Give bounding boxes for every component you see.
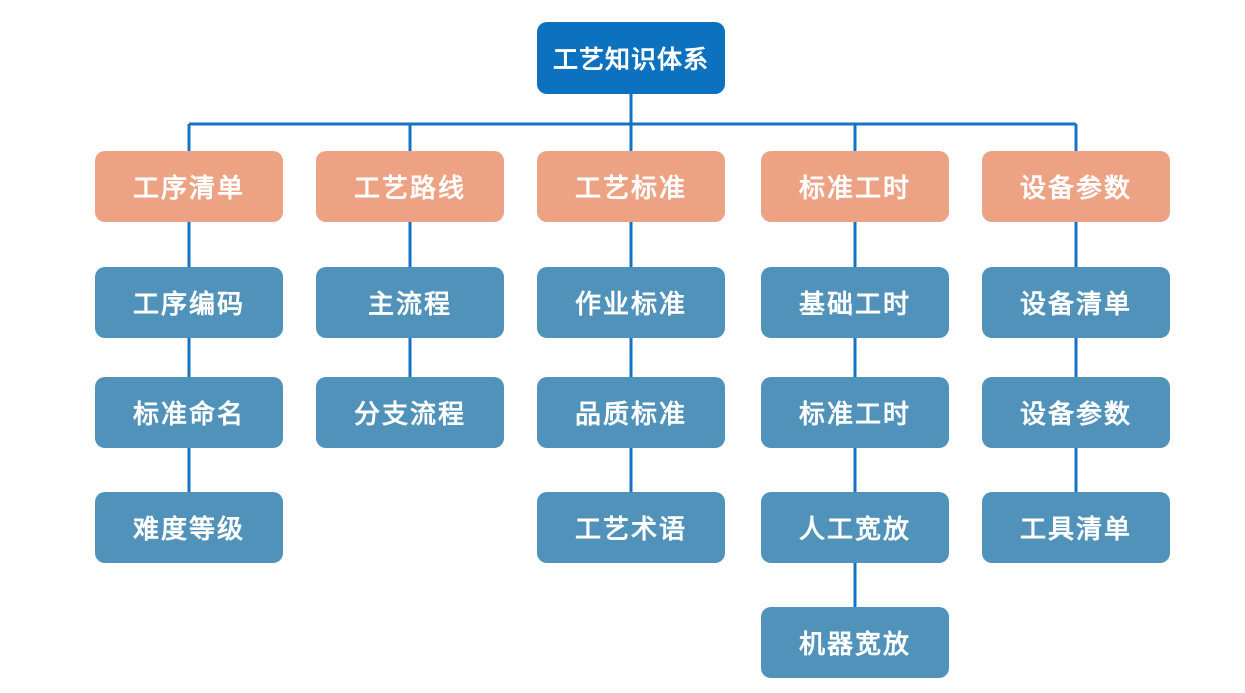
node-branch-flow: 分支流程 (316, 377, 504, 448)
node-difficulty-level: 难度等级 (95, 492, 283, 563)
node-equipment-list: 设备清单 (982, 267, 1170, 338)
node-equipment-params: 设备参数 (982, 377, 1170, 448)
node-standard-naming: 标准命名 (95, 377, 283, 448)
node-quality-standard: 品质标准 (537, 377, 725, 448)
branch-process-list: 工序清单 (95, 151, 283, 222)
node-process-terminology: 工艺术语 (537, 492, 725, 563)
node-root: 工艺知识体系 (537, 22, 725, 94)
branch-process-route: 工艺路线 (316, 151, 504, 222)
node-basic-hours: 基础工时 (761, 267, 949, 338)
node-machine-allowance: 机器宽放 (761, 607, 949, 678)
node-tool-list: 工具清单 (982, 492, 1170, 563)
node-process-code: 工序编码 (95, 267, 283, 338)
node-labor-allowance: 人工宽放 (761, 492, 949, 563)
branch-standard-hours: 标准工时 (761, 151, 949, 222)
branch-equipment-params: 设备参数 (982, 151, 1170, 222)
node-standard-hours: 标准工时 (761, 377, 949, 448)
node-operation-standard: 作业标准 (537, 267, 725, 338)
node-main-flow: 主流程 (316, 267, 504, 338)
branch-process-standard: 工艺标准 (537, 151, 725, 222)
